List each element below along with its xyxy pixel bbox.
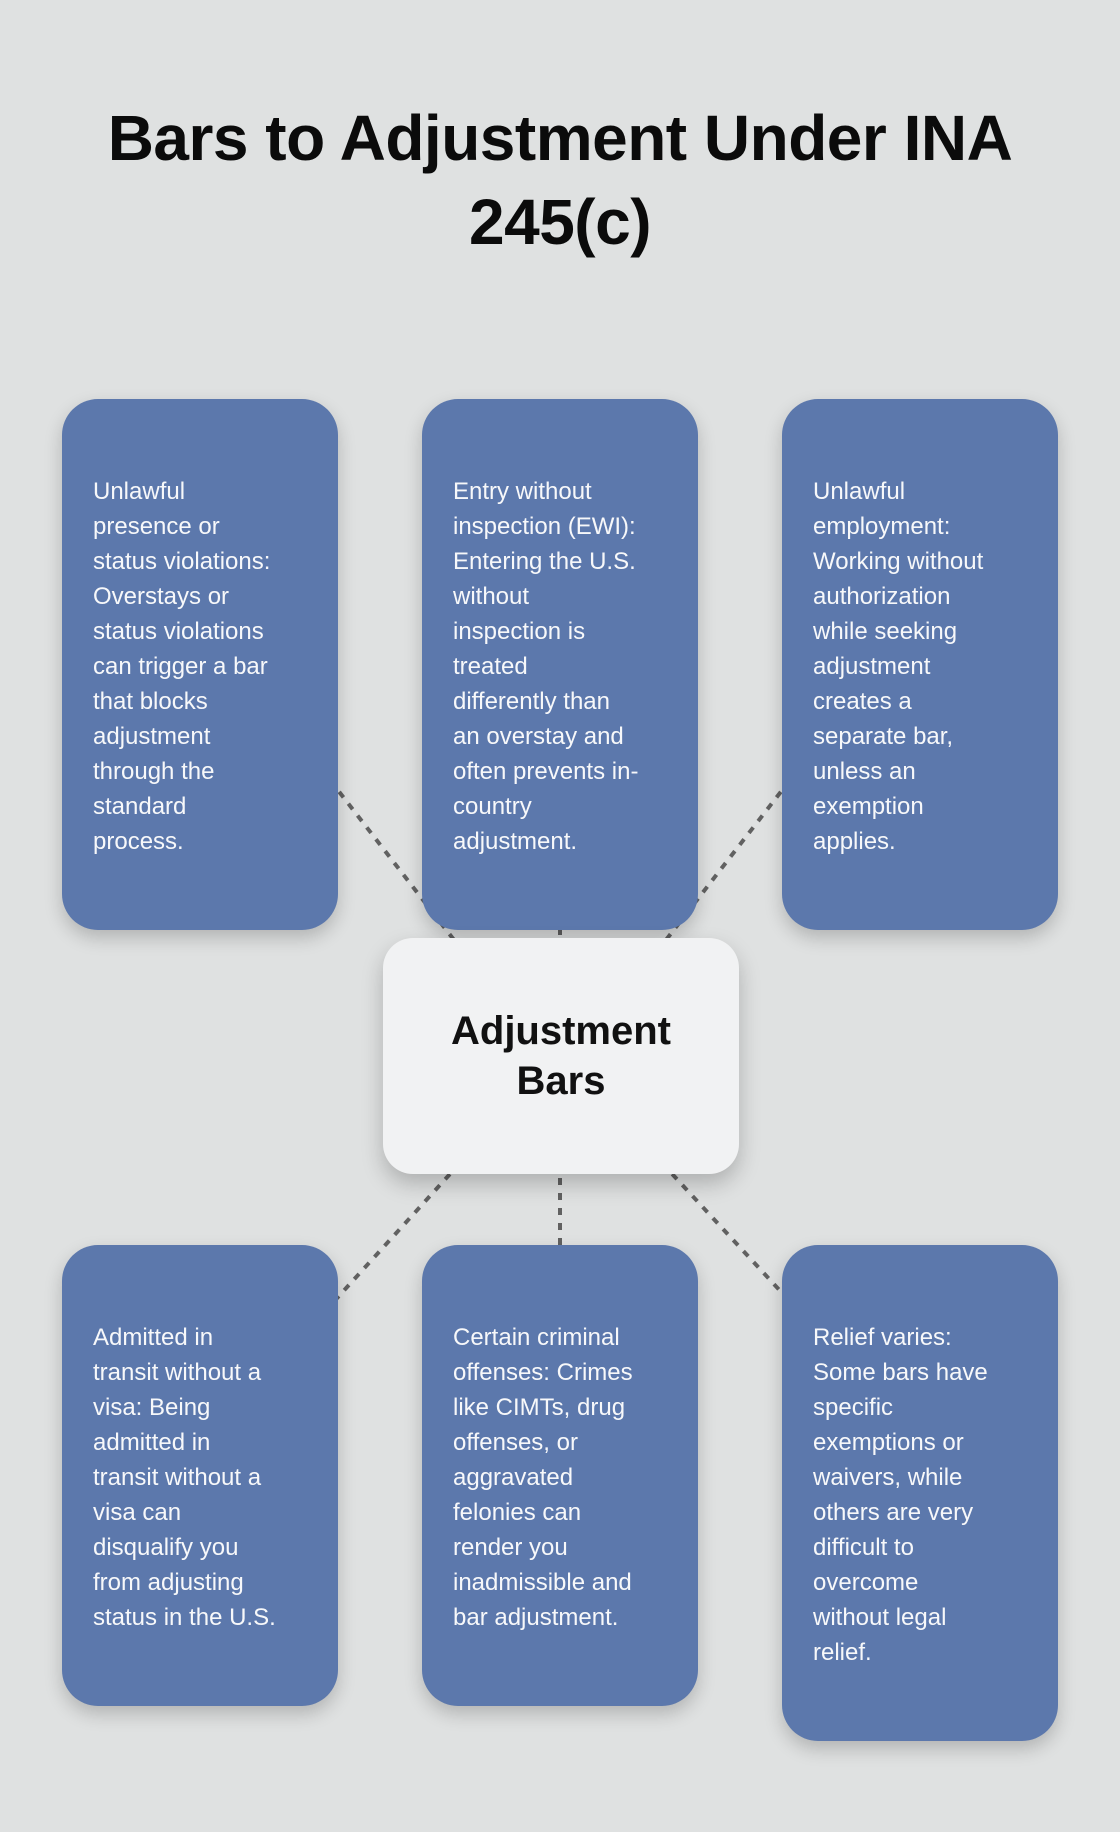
node-unlawful-presence: Unlawful presence or status violations: … xyxy=(62,399,338,930)
page-title: Bars to Adjustment Under INA 245(c) xyxy=(107,102,1013,258)
connector-bottom-left xyxy=(326,1161,462,1310)
node-criminal-offenses-text: Certain criminal offenses: Crimes like C… xyxy=(453,1324,633,1631)
center-node-label: Adjustment Bars xyxy=(451,1009,671,1103)
node-adjustment-bars-center: Adjustment Bars xyxy=(383,938,739,1174)
node-unlawful-presence-text: Unlawful presence or status violations: … xyxy=(93,478,271,855)
node-entry-without-inspection: Entry without inspection (EWI): Entering… xyxy=(422,399,698,930)
connector-bottom-right xyxy=(660,1161,798,1310)
node-relief-varies: Relief varies: Some bars have specific e… xyxy=(782,1245,1058,1741)
node-admitted-in-transit: Admitted in transit without a visa: Bein… xyxy=(62,1245,338,1706)
node-relief-varies-text: Relief varies: Some bars have specific e… xyxy=(813,1324,988,1666)
node-unlawful-employment-text: Unlawful employment: Working without aut… xyxy=(813,478,984,855)
node-entry-without-inspection-text: Entry without inspection (EWI): Entering… xyxy=(453,478,639,855)
node-criminal-offenses: Certain criminal offenses: Crimes like C… xyxy=(422,1245,698,1706)
node-admitted-in-transit-text: Admitted in transit without a visa: Bein… xyxy=(93,1324,276,1631)
node-unlawful-employment: Unlawful employment: Working without aut… xyxy=(782,399,1058,930)
